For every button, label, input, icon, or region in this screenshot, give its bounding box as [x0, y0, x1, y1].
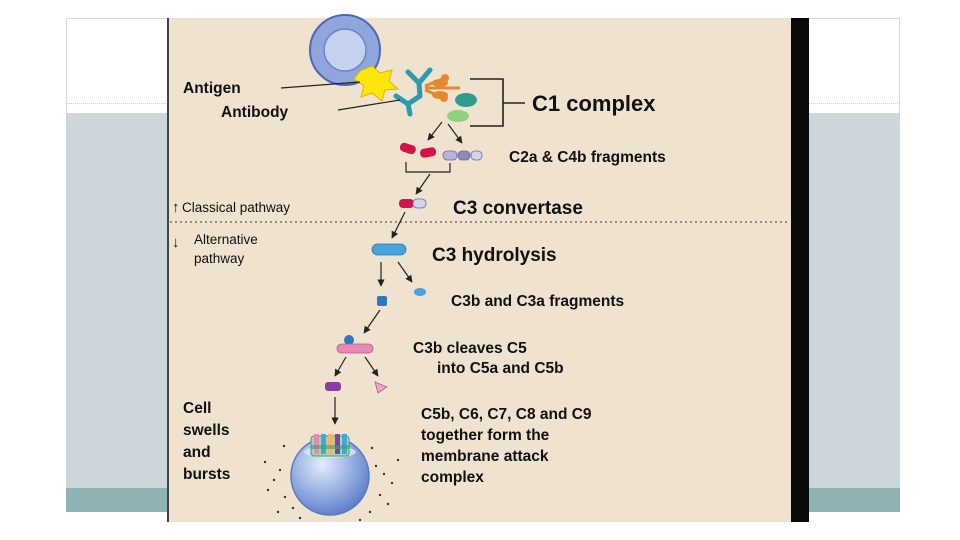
panel-black-bar	[791, 18, 809, 522]
diagram-panel	[167, 18, 791, 522]
c2a-fragment-icon	[399, 142, 437, 158]
arrow-to-c3a	[397, 261, 413, 283]
c5b-fragment-icon	[325, 382, 341, 391]
b-cell-icon	[309, 14, 381, 86]
c3a-fragment-icon	[414, 288, 426, 296]
c5a-fragment-icon	[374, 381, 388, 394]
antigen-label: Antigen	[183, 80, 241, 97]
c3b-fragment-icon	[377, 296, 387, 306]
antibody-label: Antibody	[221, 104, 289, 121]
arrow-to-c3	[391, 211, 406, 239]
mac-label-line1: C5b, C6, C7, C8 and C9	[421, 406, 592, 423]
arrow-to-c5b	[334, 356, 347, 377]
fragment-join-line	[405, 162, 451, 173]
cell-label-line1: Cell	[183, 400, 211, 417]
mac-label-line3: membrane attack	[421, 448, 549, 465]
c3-convertase-label: C3 convertase	[453, 198, 583, 219]
c3b-c3a-label: C3b and C3a fragments	[451, 293, 624, 310]
cell-label-line2: swells	[183, 422, 230, 439]
c4b-fragment-icon	[442, 150, 483, 161]
alternative-label-line2: pathway	[194, 251, 245, 266]
arrow-to-c3-convertase	[415, 173, 431, 195]
cell-label-line3: and	[183, 444, 211, 461]
mac-label-line4: complex	[421, 469, 484, 486]
c1-complex-icon	[424, 74, 477, 122]
classical-up-arrow-icon: ↑	[172, 199, 180, 216]
alternative-down-arrow-icon: ↓	[172, 234, 180, 251]
c3-hydrolysis-label: C3 hydrolysis	[432, 245, 557, 266]
antibody-pointer	[337, 99, 401, 111]
c3-molecule-icon	[371, 243, 407, 256]
c3b-cleaves-label-line2: into C5a and C5b	[437, 360, 564, 377]
arrow-to-c5	[363, 309, 381, 334]
antigen-star-icon	[353, 65, 400, 102]
arrow-c1-c2	[427, 121, 443, 141]
membrane-attack-complex-icon	[310, 434, 350, 457]
c1-complex-label: C1 complex	[532, 91, 656, 116]
c3-convertase-icon	[399, 198, 427, 209]
c5-molecule-icon	[336, 335, 374, 354]
c2a-c4b-label: C2a & C4b fragments	[509, 149, 666, 166]
antibody-icon	[393, 67, 433, 117]
mac-label-line2: together form the	[421, 427, 550, 444]
arrow-to-c5a	[364, 356, 379, 377]
arrow-c1-c4	[447, 123, 463, 144]
alternative-label-line1: Alternative	[194, 232, 258, 247]
cell-label-line4: bursts	[183, 466, 230, 483]
c1-bracket	[470, 78, 525, 127]
classical-pathway-label: Classical pathway	[182, 200, 290, 215]
antigen-pointer	[280, 81, 361, 89]
c3b-cleaves-label-line1: C3b cleaves C5	[413, 340, 527, 357]
